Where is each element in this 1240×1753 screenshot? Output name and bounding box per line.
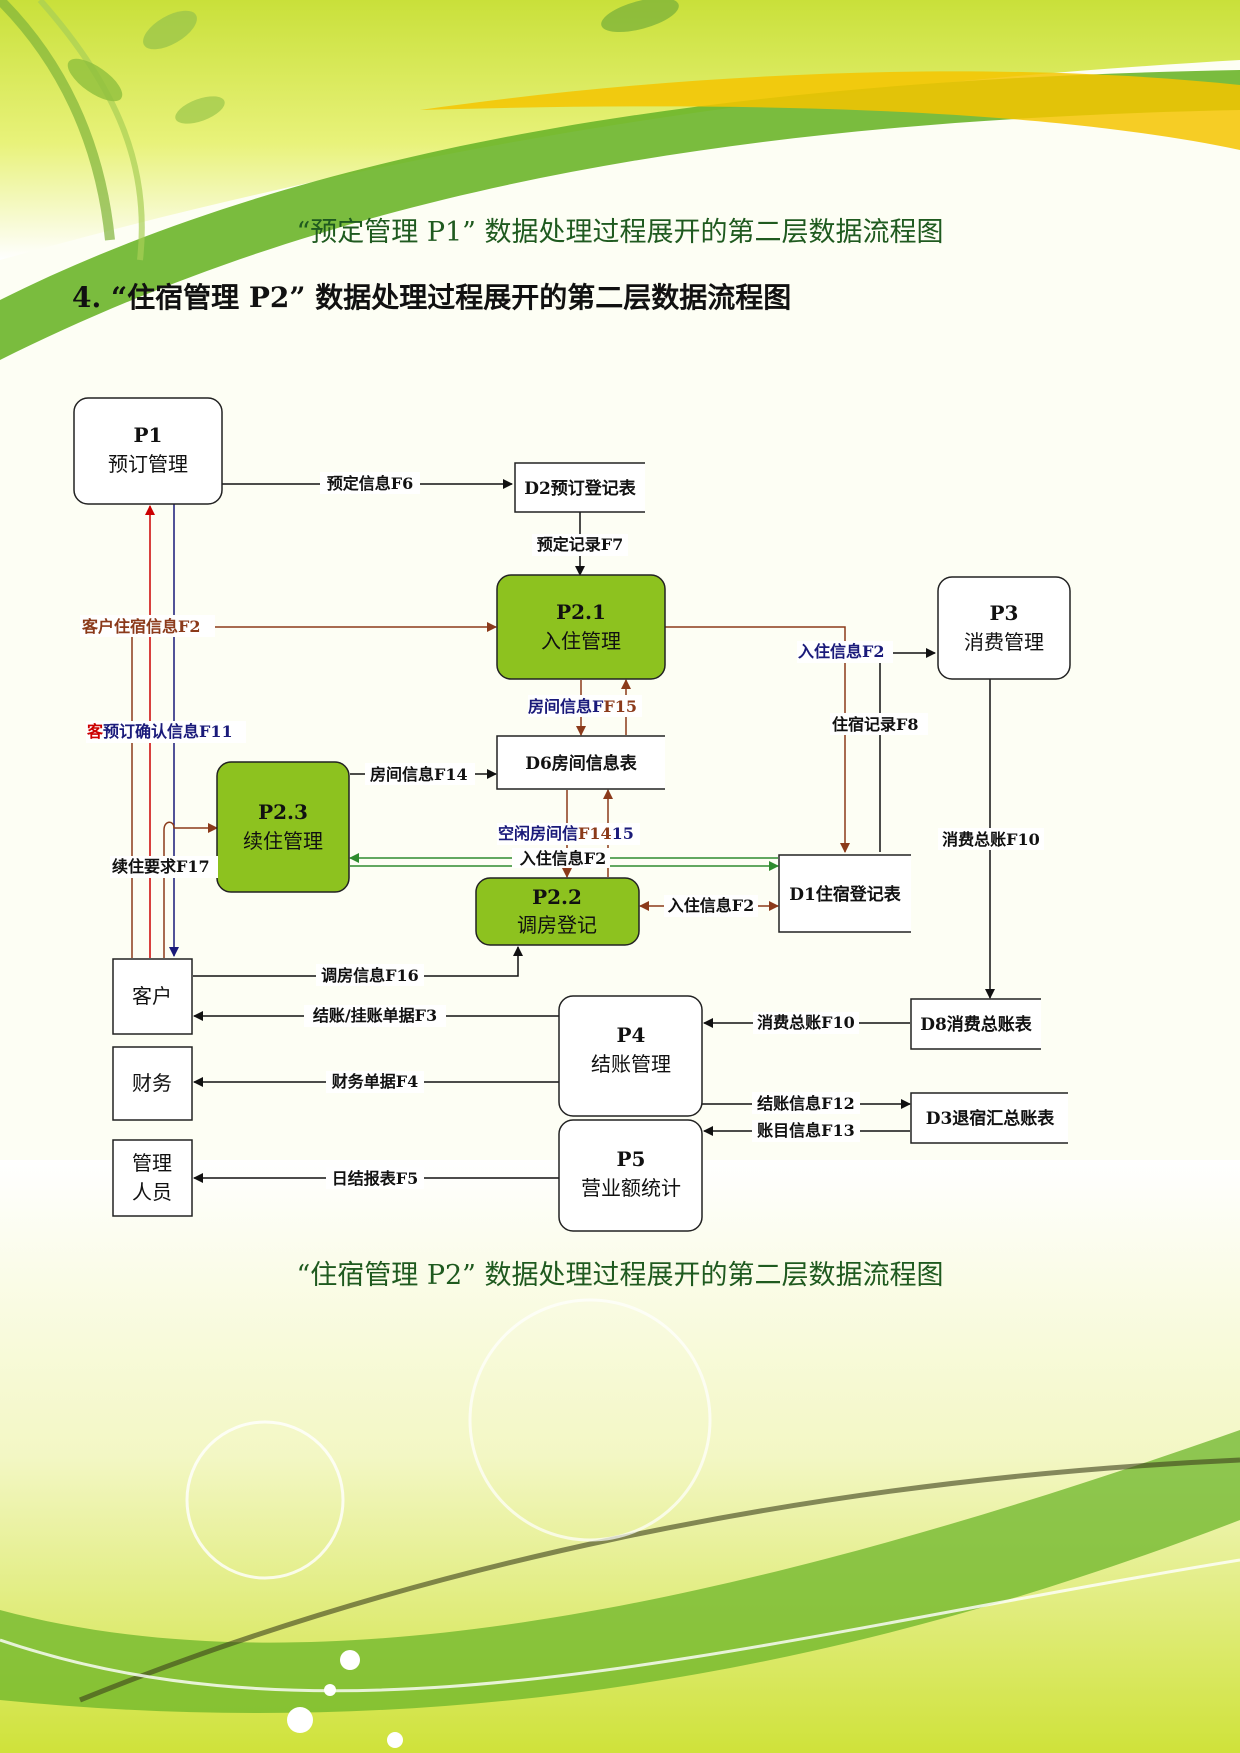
flow-label-f6: 预定信息F6: [327, 474, 414, 493]
flow-label-f8: 住宿记录F8: [832, 715, 919, 734]
entity-finance-label: 财务: [132, 1071, 172, 1095]
flow-label-f4: 财务单据F4: [331, 1072, 419, 1091]
store-d1: D1住宿登记表: [778, 854, 911, 933]
store-d2: D2预订登记表: [514, 462, 645, 513]
flow-label-f15-mid: F: [592, 697, 604, 716]
process-p5: P5 营业额统计: [558, 1119, 703, 1232]
flow-label-f10-bill: 消费总账F10: [757, 1013, 855, 1032]
flow-label-f14: 房间信息F14: [370, 765, 468, 784]
flow-label-free-code: F14: [578, 824, 612, 843]
flow-label-f2-renew: 入住信息F2: [520, 849, 607, 868]
process-p22: P2.2 调房登记: [475, 877, 640, 946]
store-d6-label: D6房间信息表: [525, 753, 638, 774]
flow-line-f17: [163, 821, 218, 958]
flow-label-f11-group: 客预订确认信息F11: [87, 722, 233, 741]
flow-labels: 预定信息F6 预定记录F7 客户住宿信息F2 客预订确认信息F11 入住信息F2…: [80, 472, 1044, 1189]
process-p3-name: 消费管理: [964, 630, 1044, 654]
process-p22-id: P2.2: [532, 885, 582, 909]
process-p4-name: 结账管理: [591, 1052, 671, 1076]
flow-label-f15-code: F15: [603, 697, 637, 716]
process-p1: P1 预订管理: [73, 397, 223, 505]
flow-label-f16: 调房信息F16: [321, 966, 419, 985]
store-d6: D6房间信息表: [496, 735, 665, 790]
process-p23: P2.3 续住管理: [216, 761, 350, 893]
flow-label-f17: 续住要求F17: [112, 857, 210, 876]
process-p1-id: P1: [134, 423, 163, 447]
entity-customer: 客户: [112, 958, 193, 1035]
flow-label-free-room: 空闲房间信: [498, 824, 578, 843]
flow-label-f15-group: 房间信息FF15: [528, 697, 637, 716]
process-p21-id: P2.1: [556, 600, 606, 624]
process-p21-name: 入住管理: [541, 629, 621, 653]
flow-label-f2-in: 入住信息F2: [798, 642, 885, 661]
store-d3-label: D3退宿汇总账表: [926, 1108, 1056, 1129]
process-p22-name: 调房登记: [517, 913, 597, 937]
process-p4-id: P4: [617, 1023, 646, 1047]
flow-label-f13: 账目信息F13: [757, 1121, 855, 1140]
process-p3: P3 消费管理: [937, 576, 1071, 680]
store-d8: D8消费总账表: [910, 998, 1041, 1050]
caption-bottom: “住宿管理 P2” 数据处理过程展开的第二层数据流程图: [296, 1260, 944, 1291]
flow-label-f11: 预订确认信息F11: [103, 722, 233, 741]
process-p1-name: 预订管理: [108, 452, 188, 476]
bottom-swoosh: [0, 1430, 1240, 1714]
flow-line-f2-in: [665, 626, 850, 853]
flow-label-f10-total: 消费总账F10: [942, 830, 1040, 849]
flow-label-f5: 日结报表F5: [332, 1169, 419, 1188]
process-p5-name: 营业额统计: [581, 1176, 681, 1200]
store-d3: D3退宿汇总账表: [910, 1092, 1068, 1144]
flow-label-free-group: 空闲房间信F1415: [498, 824, 634, 843]
entity-customer-label: 客户: [132, 984, 172, 1008]
flow-label-f3: 结账/挂账单据F3: [312, 1006, 437, 1025]
flow-label-free-suffix: 15: [612, 824, 634, 843]
process-p21: P2.1 入住管理: [496, 574, 666, 680]
flow-label-f2-change: 入住信息F2: [668, 896, 755, 915]
process-p3-id: P3: [990, 601, 1019, 625]
entity-manager-label-line2: 人员: [132, 1180, 172, 1204]
flow-label-f11-prefix: 客: [87, 722, 104, 741]
flow-line-f16: [193, 946, 523, 977]
process-p5-id: P5: [617, 1147, 646, 1171]
flow-line-f8: [845, 641, 881, 852]
store-d8-label: D8消费总账表: [920, 1014, 1033, 1035]
flow-label-f12: 结账信息F12: [756, 1094, 855, 1113]
entity-manager: 管理 人员: [112, 1139, 193, 1217]
entity-manager-label-line1: 管理: [132, 1151, 172, 1175]
process-p4: P4 结账管理: [558, 995, 703, 1117]
store-d1-label: D1住宿登记表: [789, 884, 902, 905]
entity-finance: 财务: [112, 1046, 193, 1121]
process-p23-id: P2.3: [258, 800, 308, 824]
caption-top: “预定管理 P1” 数据处理过程展开的第二层数据流程图: [296, 217, 944, 248]
section-title: 4. “住宿管理 P2” 数据处理过程展开的第二层数据流程图: [72, 281, 792, 314]
store-d2-label: D2预订登记表: [524, 478, 637, 499]
flow-label-f15-room: 房间信息: [528, 697, 592, 716]
flow-label-f2-customer: 客户住宿信息F2: [82, 617, 201, 636]
process-p23-name: 续住管理: [243, 829, 323, 853]
flow-label-f7: 预定记录F7: [537, 535, 624, 554]
